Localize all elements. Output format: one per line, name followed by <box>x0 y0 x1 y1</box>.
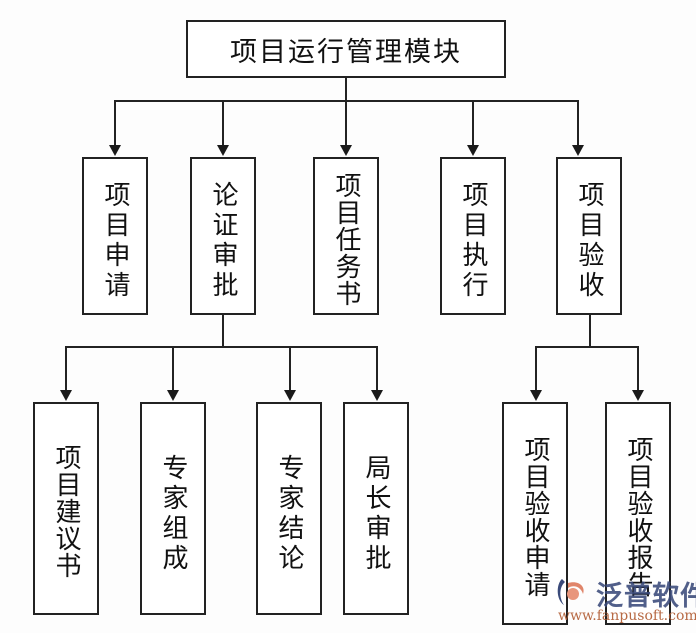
edge-drop-l3r-2 <box>637 346 639 396</box>
node-director-approval[interactable]: 局长审批 <box>343 402 409 615</box>
node-acceptance-report[interactable]: 项目验收报告 <box>605 402 671 625</box>
edge-drop-l3l-1 <box>65 346 67 396</box>
arrowhead-l3l-3 <box>284 390 296 401</box>
edge-drop-l2-1 <box>114 100 116 152</box>
arrowhead-l2-1 <box>109 145 121 156</box>
arrowhead-l2-2 <box>217 145 229 156</box>
arrowhead-l2-4 <box>467 145 479 156</box>
node-project-acceptance[interactable]: 项目验收 <box>556 157 622 315</box>
arrowhead-l2-5 <box>572 145 584 156</box>
edge-drop-l2-5 <box>577 100 579 152</box>
edge-drop-l3l-3 <box>289 346 291 396</box>
arrowhead-l2-3 <box>340 145 352 156</box>
arrowhead-l3l-1 <box>60 390 72 401</box>
node-demonstration-approval[interactable]: 论证审批 <box>190 157 256 315</box>
edge-drop-l2-2 <box>222 100 224 152</box>
edge-drop-l2-3 <box>345 100 347 152</box>
arrowhead-l3r-2 <box>632 390 644 401</box>
node-project-task-statement[interactable]: 项目任务书 <box>313 157 379 315</box>
edge-level3-right-bus <box>535 346 638 348</box>
node-root[interactable]: 项目运行管理模块 <box>186 20 506 78</box>
edge-level3-left-bus <box>65 346 377 348</box>
arrowhead-l3l-2 <box>167 390 179 401</box>
edge-drop-l3r-1 <box>535 346 537 396</box>
node-expert-conclusion[interactable]: 专家结论 <box>256 402 322 615</box>
edge-root-stem <box>345 78 347 101</box>
node-project-proposal[interactable]: 项目建议书 <box>33 402 99 615</box>
node-acceptance-application[interactable]: 项目验收申请 <box>502 402 568 625</box>
edge-stem-approval <box>222 315 224 348</box>
node-expert-panel-composition[interactable]: 专家组成 <box>140 402 206 615</box>
edge-drop-l2-4 <box>472 100 474 152</box>
node-project-application[interactable]: 项目申请 <box>82 157 148 315</box>
edge-drop-l3l-4 <box>376 346 378 396</box>
arrowhead-l3r-1 <box>530 390 542 401</box>
edge-stem-acceptance <box>589 315 591 348</box>
edge-drop-l3l-2 <box>172 346 174 396</box>
node-project-execution[interactable]: 项目执行 <box>440 157 506 315</box>
arrowhead-l3l-4 <box>371 390 383 401</box>
